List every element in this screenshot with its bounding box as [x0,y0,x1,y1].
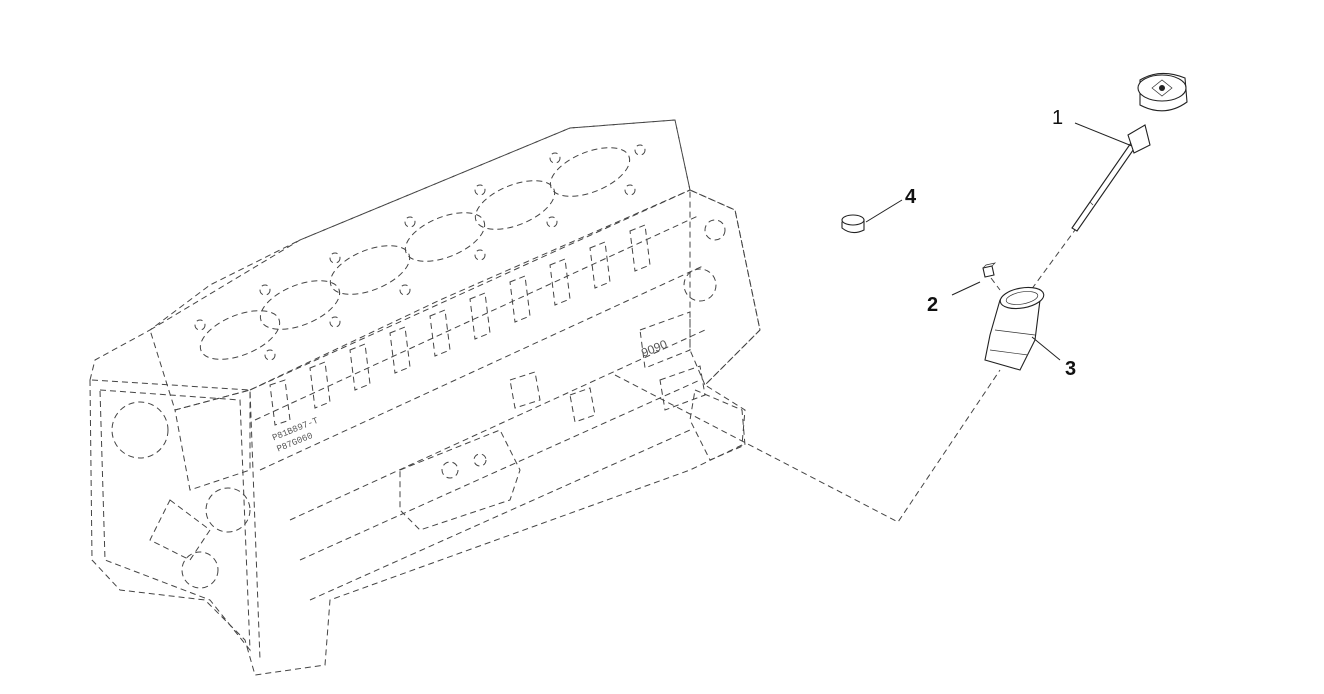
dipstick [1071,72,1188,232]
seal-cap [841,214,865,234]
block-casting-mark: 9090 [639,337,669,360]
engine-block: P81B897-T P87G060 9090 [89,119,761,676]
callout-4: 4 [905,186,917,208]
dipstick-tube [984,286,1045,371]
small-plug [982,262,997,278]
assembly-center-lines [614,229,1076,523]
callout-2: 2 [927,294,938,316]
callout-3: 3 [1065,358,1076,380]
leader-lines [865,122,1133,361]
callout-1: 1 [1052,107,1063,129]
